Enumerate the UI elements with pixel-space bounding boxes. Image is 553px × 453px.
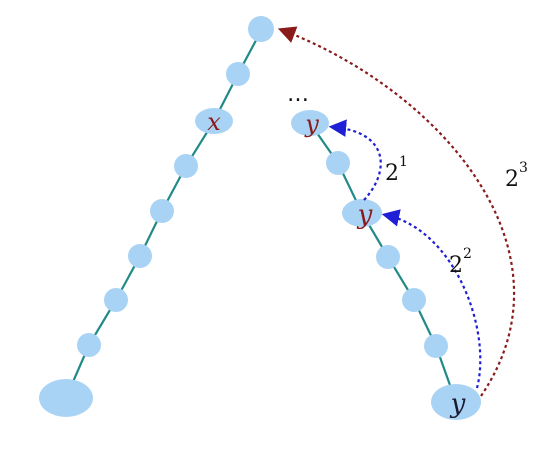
jump-arrow-2-1 — [328, 119, 382, 201]
jump-label-base: 2 — [449, 253, 463, 278]
tree-node — [326, 151, 350, 175]
jump-label-2-3: 2 3 — [505, 160, 528, 192]
jump-label-exponent: 3 — [519, 160, 528, 176]
tree-node-y-top — [291, 110, 329, 136]
jump-label-2-1: 2 1 — [385, 154, 408, 186]
ellipsis: … — [287, 82, 309, 107]
tree-node — [424, 334, 448, 358]
tree-node — [150, 199, 174, 223]
tree-node — [104, 288, 128, 312]
jump-label-base: 2 — [385, 161, 399, 186]
tree-node-y-mid — [342, 199, 382, 227]
tree-node — [376, 245, 400, 269]
jump-label-2-2: 2 2 — [449, 246, 472, 278]
tree-node — [77, 333, 101, 357]
jump-arrow-2-2 — [381, 209, 482, 389]
jump-arrow-2-3 — [277, 26, 515, 397]
tree-node-leaf-left — [39, 379, 93, 417]
tree-node — [226, 62, 250, 86]
label-y-mid: y — [357, 200, 373, 230]
tree-node — [402, 288, 426, 312]
label-y-top: y — [304, 110, 319, 138]
tree-node-x — [195, 108, 233, 134]
jump-label-exponent: 2 — [463, 246, 472, 262]
tree-node-root — [248, 16, 274, 42]
label-x: x — [207, 108, 221, 136]
tree-node-y-bottom — [431, 384, 481, 420]
label-y-bottom: y — [450, 389, 466, 419]
tree-node — [128, 244, 152, 268]
tree-node — [174, 154, 198, 178]
jump-label-base: 2 — [505, 167, 519, 192]
jump-label-exponent: 1 — [399, 154, 408, 170]
